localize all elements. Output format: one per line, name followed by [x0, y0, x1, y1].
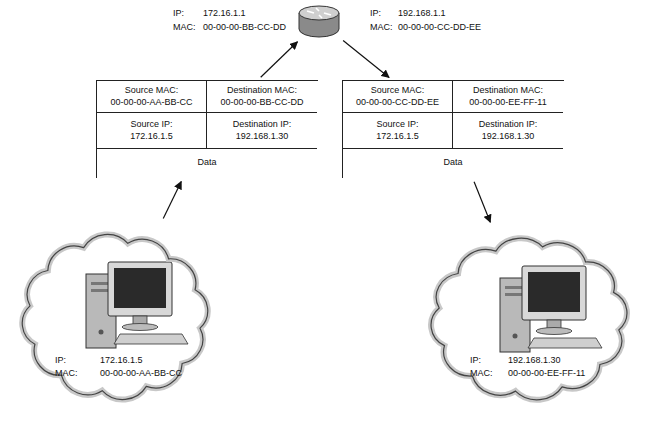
address-value: 172.16.1.1 — [203, 8, 246, 20]
network-cloud: IP: 192.168.1.30MAC: 00-00-00-EE-FF-11 — [416, 226, 642, 412]
header-cell: Source IP:172.16.1.5 — [97, 113, 207, 149]
header-cell: Destination IP:192.168.1.30 — [453, 113, 563, 149]
router-icon — [298, 3, 340, 39]
header-cell: Destination IP:192.168.1.30 — [207, 113, 317, 149]
header-cell: Source IP:172.16.1.5 — [343, 113, 453, 149]
field-value: 00-00-00-BB-CC-DD — [220, 97, 303, 109]
flow-arrow — [163, 182, 181, 219]
frame-box: DataSource MAC:00-00-00-CC-DD-EEDestinat… — [342, 80, 564, 178]
field-value: 00-00-00-EE-FF-11 — [469, 97, 546, 109]
header-cell: Source MAC:00-00-00-CC-DD-EE — [343, 81, 453, 113]
flow-arrow — [261, 42, 298, 77]
address-value: 00-00-00-EE-FF-11 — [508, 368, 585, 380]
address-value: 192.168.1.1 — [398, 8, 446, 20]
header-cell: Destination MAC:00-00-00-EE-FF-11 — [453, 81, 563, 113]
address-label: IP: — [370, 8, 381, 20]
field-name: Source IP: — [376, 119, 418, 131]
address-value: 00-00-00-CC-DD-EE — [398, 22, 481, 34]
field-value: 00-00-00-AA-BB-CC — [110, 97, 192, 109]
header-cell: Destination MAC:00-00-00-BB-CC-DD — [207, 81, 317, 113]
computer-icon — [500, 266, 602, 352]
address-label: IP: — [470, 355, 481, 367]
frame-box: DataSource MAC:00-00-00-AA-BB-CCDestinat… — [96, 80, 318, 178]
field-name: Source MAC: — [125, 85, 179, 97]
flow-arrow — [474, 182, 490, 223]
address-label: IP: — [55, 355, 66, 367]
computer-icon — [86, 262, 188, 348]
address-label: MAC: — [370, 22, 393, 34]
field-value: 00-00-00-CC-DD-EE — [356, 97, 439, 109]
address-label: MAC: — [173, 22, 196, 34]
field-name: Source MAC: — [371, 85, 425, 97]
field-name: Destination MAC: — [473, 85, 543, 97]
address-value: 00-00-00-BB-CC-DD — [203, 22, 286, 34]
field-value: 192.168.1.30 — [236, 131, 289, 143]
field-value: 192.168.1.30 — [482, 131, 535, 143]
address-label: MAC: — [55, 368, 78, 380]
address-value: 172.16.1.5 — [100, 355, 143, 367]
field-value: 172.16.1.5 — [130, 131, 173, 143]
address-value: 00-00-00-AA-BB-CC — [100, 368, 182, 380]
header-cell: Source MAC:00-00-00-AA-BB-CC — [97, 81, 207, 113]
field-name: Source IP: — [130, 119, 172, 131]
network-cloud: IP: 172.16.1.5MAC: 00-00-00-AA-BB-CC — [8, 222, 222, 412]
field-name: Destination IP: — [233, 119, 292, 131]
field-name: Destination MAC: — [227, 85, 297, 97]
cloud-outline — [8, 222, 222, 412]
field-value: 172.16.1.5 — [376, 131, 419, 143]
router: IP:172.16.1.1MAC:00-00-00-BB-CC-DDIP:192… — [298, 3, 340, 39]
address-label: MAC: — [470, 368, 493, 380]
payload-label: Data — [97, 149, 317, 177]
cloud-outline — [416, 226, 642, 412]
payload-label: Data — [343, 149, 563, 177]
address-value: 192.168.1.30 — [508, 355, 561, 367]
flow-arrow — [343, 40, 389, 77]
address-label: IP: — [173, 8, 184, 20]
field-name: Destination IP: — [479, 119, 538, 131]
